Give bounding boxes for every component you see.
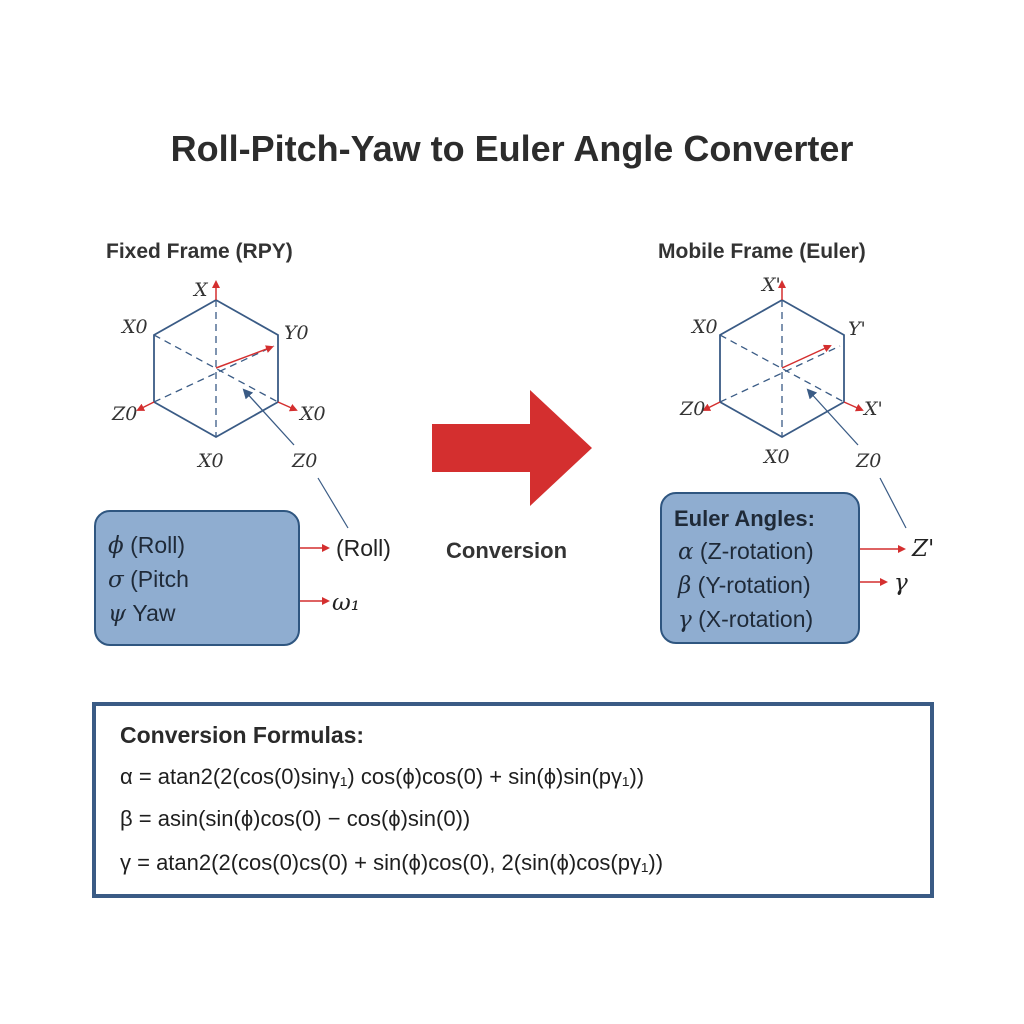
gamma-formula: γ = atan2(2(cos(0)cs(0) + sin(ϕ)cos(0), … bbox=[120, 850, 664, 875]
fixed-frame-title: Fixed Frame (RPY) bbox=[106, 240, 293, 263]
axis-label-top: X bbox=[194, 279, 208, 301]
pitch-symbol: σ bbox=[108, 567, 124, 593]
alpha-row: α (Z-rotation) bbox=[678, 538, 814, 565]
right-leader-line bbox=[879, 477, 907, 529]
pitch-label: (Pitch bbox=[123, 566, 189, 592]
axis-label-upper-left: X0 bbox=[122, 316, 148, 338]
axis-label-pointer: Z0 bbox=[856, 450, 882, 472]
alpha-output-label: Z' bbox=[912, 536, 935, 562]
alpha-symbol: α bbox=[678, 539, 694, 565]
axis-label-top: X' bbox=[762, 274, 781, 296]
conversion-label: Conversion bbox=[446, 538, 568, 563]
yaw-output-label: ω₁ bbox=[332, 590, 360, 616]
yaw-row: ψ Yaw bbox=[108, 600, 175, 627]
roll-symbol: ϕ bbox=[108, 533, 124, 559]
page-title: Roll-Pitch-Yaw to Euler Angle Converter bbox=[170, 128, 854, 169]
axis-label-upper-left: X0 bbox=[692, 316, 718, 338]
axis-label-bottom: X0 bbox=[764, 446, 790, 468]
beta-output-label: γ bbox=[894, 570, 908, 596]
roll-label: (Roll) bbox=[123, 532, 186, 558]
gamma-row: γ (X-rotation) bbox=[678, 606, 813, 633]
yaw-symbol: ψ bbox=[108, 601, 127, 627]
axis-label-lower-left: Z0 bbox=[112, 403, 138, 425]
beta-label: (Y-rotation) bbox=[691, 572, 811, 598]
conversion-arrow bbox=[432, 390, 592, 506]
fixed-frame-hexagon bbox=[153, 298, 279, 439]
pitch-row: σ (Pitch bbox=[108, 566, 189, 593]
axis-label-bottom: X0 bbox=[198, 450, 224, 472]
formulas-heading: Conversion Formulas: bbox=[120, 722, 365, 748]
roll-row: ϕ (Roll) bbox=[108, 532, 185, 559]
left-leader-line bbox=[317, 477, 349, 529]
gamma-symbol: γ bbox=[678, 607, 692, 633]
axis-label-lower-right: X0 bbox=[300, 403, 326, 425]
conversion-formulas-box: Conversion Formulas: α = atan2(2(cos(0)s… bbox=[92, 702, 934, 898]
fixed-frame-axes bbox=[136, 280, 298, 446]
axis-label-upper-right: Y' bbox=[848, 318, 866, 340]
axis-label-lower-left: Z0 bbox=[680, 398, 706, 420]
axis-label-lower-right: X' bbox=[864, 398, 883, 420]
axis-label-pointer: Z0 bbox=[292, 450, 318, 472]
gamma-label: (X-rotation) bbox=[691, 606, 814, 632]
rpy-angles-box: ϕ (Roll) σ (Pitch ψ Yaw bbox=[94, 510, 300, 646]
euler-box-heading: Euler Angles: bbox=[674, 506, 815, 531]
roll-output-label: (Roll) bbox=[336, 535, 391, 561]
euler-angles-box: Euler Angles: α (Z-rotation) β (Y-rotati… bbox=[660, 492, 860, 644]
alpha-label: (Z-rotation) bbox=[693, 538, 814, 564]
beta-symbol: β bbox=[678, 573, 692, 599]
beta-formula: β = asin(sin(ϕ)cos(0) − cos(ϕ)sin(0)) bbox=[120, 806, 471, 831]
axis-label-upper-right: Y0 bbox=[284, 322, 309, 344]
mobile-frame-title: Mobile Frame (Euler) bbox=[658, 240, 866, 263]
yaw-label: Yaw bbox=[126, 600, 176, 626]
beta-row: β (Y-rotation) bbox=[678, 572, 811, 599]
mobile-frame-hexagon bbox=[719, 298, 845, 439]
alpha-formula: α = atan2(2(cos(0)sinγ₁) cos(ϕ)cos(0) + … bbox=[120, 764, 645, 789]
mobile-frame-axes bbox=[702, 280, 864, 446]
